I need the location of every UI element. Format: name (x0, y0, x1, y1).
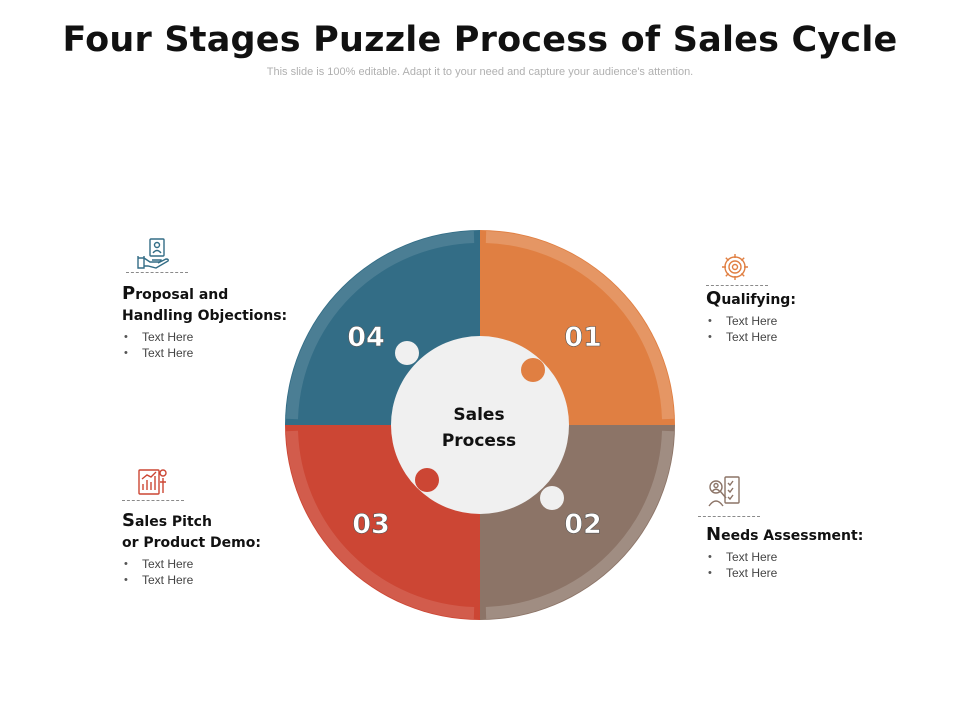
knob-02 (540, 486, 564, 510)
list-item: Text Here (122, 345, 287, 361)
divider-01 (706, 285, 768, 286)
stage-heading-01: Qualifying: (706, 288, 796, 311)
stage-heading-03: Sales Pitch or Product Demo: (122, 510, 261, 554)
heading-rest: ualifying: (721, 292, 796, 308)
page-subtitle: This slide is 100% editable. Adapt it to… (266, 66, 694, 78)
list-item: Text Here (122, 572, 261, 588)
bullet-list-01: Text Here Text Here (706, 313, 796, 345)
heading-rest: eeds Assessment: (721, 528, 864, 544)
center-circle (391, 336, 569, 514)
stage-block-02: Needs Assessment: Text Here Text Here (706, 524, 863, 581)
knob-01 (521, 358, 545, 382)
list-item: Text Here (706, 329, 796, 345)
knob-04 (395, 341, 419, 365)
page-title: Four Stages Puzzle Process of Sales Cycl… (62, 20, 898, 60)
list-item: Text Here (706, 549, 863, 565)
bullet-list-02: Text Here Text Here (706, 549, 863, 581)
person-search-checklist-icon (708, 476, 740, 507)
rim-highlight-01 (485, 231, 674, 420)
heading-rest: ales Pitch (134, 514, 212, 530)
heading-rest: roposal and (135, 287, 229, 303)
heading-line2: Handling Objections: (122, 308, 288, 324)
list-item: Text Here (122, 556, 261, 572)
hand-document-icon (137, 238, 169, 269)
list-item: Text Here (122, 329, 287, 345)
bullet-list-04: Text Here Text Here (122, 329, 287, 361)
rim-highlight-03 (286, 430, 475, 619)
rim-highlight-04 (286, 231, 475, 420)
heading-cap: P (122, 283, 136, 304)
heading-cap: S (122, 510, 135, 531)
stage-heading-02: Needs Assessment: (706, 524, 863, 547)
gear-icon (722, 254, 748, 280)
divider-02 (698, 516, 760, 517)
stage-block-01: Qualifying: Text Here Text Here (706, 288, 796, 345)
divider-03 (122, 500, 184, 501)
heading-line2: or Product Demo: (122, 535, 261, 551)
heading-cap: N (706, 524, 722, 545)
bullet-list-03: Text Here Text Here (122, 556, 261, 588)
knob-03 (415, 468, 439, 492)
heading-cap: Q (706, 288, 722, 309)
presentation-chart-icon (138, 469, 167, 495)
list-item: Text Here (706, 313, 796, 329)
rim-highlight-02 (485, 430, 674, 619)
list-item: Text Here (706, 565, 863, 581)
divider-04 (126, 272, 188, 273)
stage-block-03: Sales Pitch or Product Demo: Text Here Te… (122, 510, 261, 588)
